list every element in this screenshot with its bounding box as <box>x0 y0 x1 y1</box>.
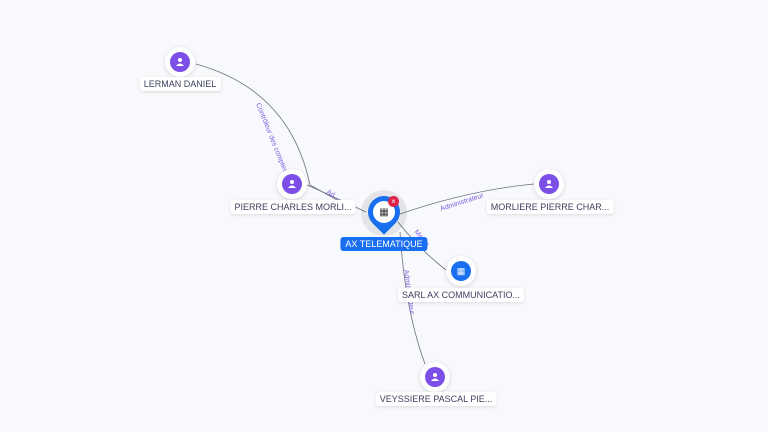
edge-label-lerman: Contrôleur des comptes <box>254 102 289 174</box>
edge-morliere <box>399 183 535 215</box>
edge-lerman <box>195 63 356 211</box>
close-icon[interactable]: × <box>388 196 399 207</box>
edge-label-morliere: Administrateur <box>439 192 485 213</box>
building-icon: ▦ <box>373 201 395 223</box>
node-morliere[interactable] <box>534 169 564 199</box>
person-icon <box>539 174 559 194</box>
node-label[interactable]: PIERRE CHARLES MORLI... <box>230 200 356 214</box>
center-label[interactable]: AX TELEMATIQUE <box>340 237 428 251</box>
person-icon <box>282 174 302 194</box>
node-label[interactable]: LERMAN DANIEL <box>139 77 221 91</box>
node-veyssiere[interactable] <box>420 362 450 392</box>
node-label[interactable]: MORLIERE PIERRE CHAR... <box>486 200 614 214</box>
node-pierre[interactable] <box>277 169 307 199</box>
edge-pierre <box>306 184 367 213</box>
node-label[interactable]: SARL AX COMMUNICATIO... <box>397 288 525 302</box>
building-icon: ▦ <box>451 261 471 281</box>
person-icon <box>170 52 190 72</box>
node-label[interactable]: VEYSSIERE PASCAL PIE... <box>375 392 497 406</box>
center-node[interactable]: ▦ × <box>361 189 407 236</box>
node-lerman[interactable] <box>165 47 195 77</box>
person-icon <box>425 367 445 387</box>
node-sarl[interactable]: ▦ <box>446 256 476 286</box>
